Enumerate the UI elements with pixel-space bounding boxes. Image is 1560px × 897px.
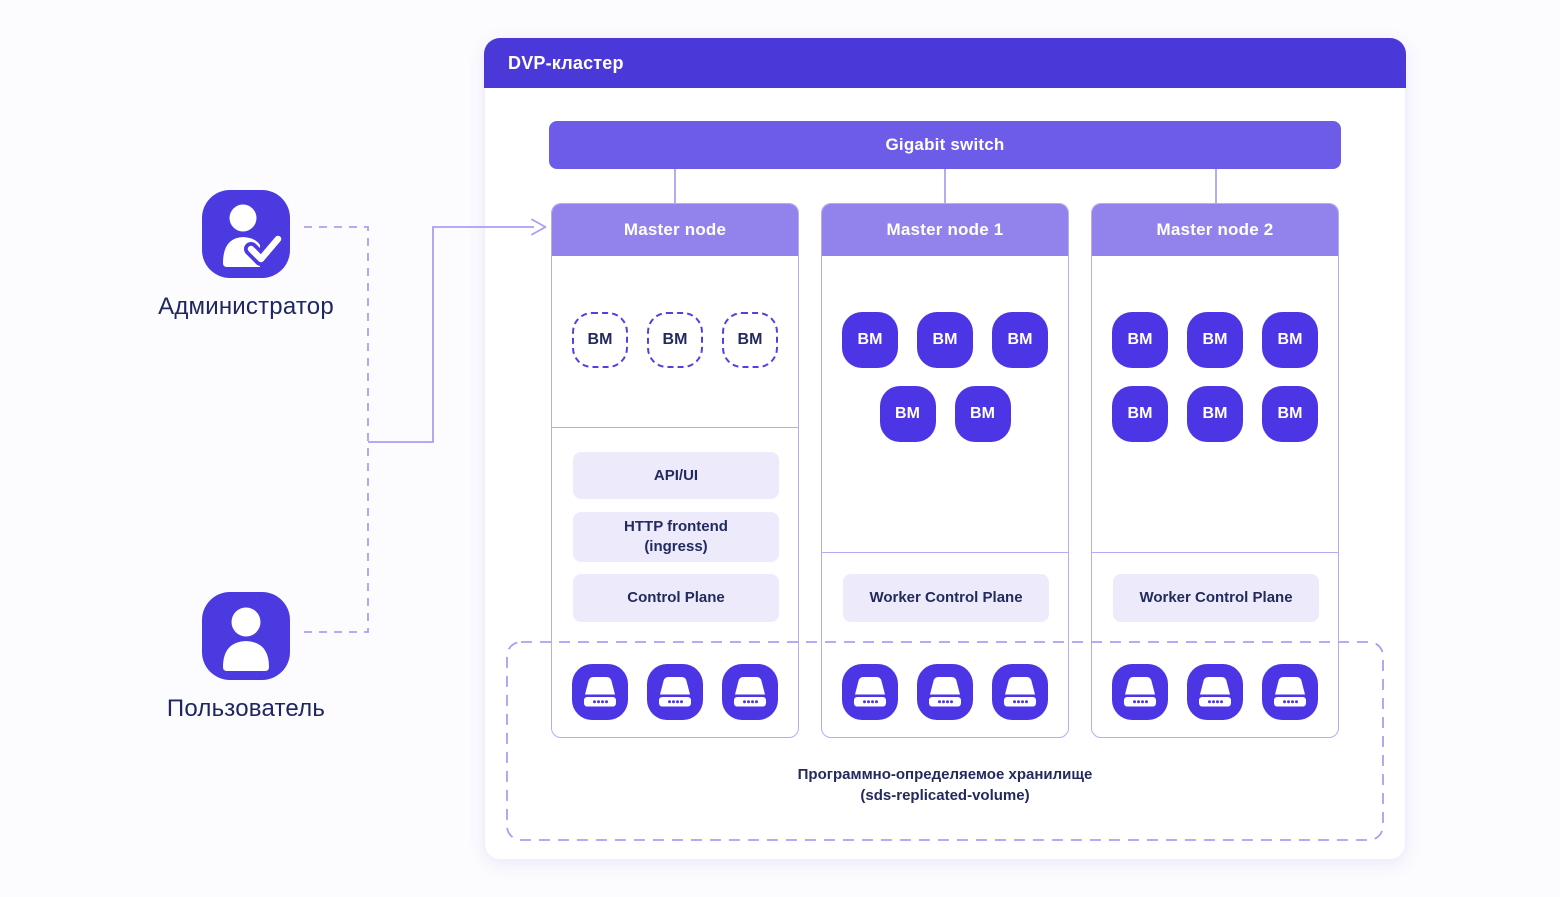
disk-icon — [572, 664, 628, 720]
vm-box: ВМ — [1112, 386, 1168, 442]
switch-link-line — [1215, 169, 1217, 203]
master-node-2-title: Master node 2 — [1092, 204, 1338, 256]
vm-row: ВМ ВМ — [879, 386, 1011, 442]
master-node-1-title: Master node 1 — [822, 204, 1068, 256]
vm-box: ВМ — [1262, 386, 1318, 442]
vm-area: ВМ ВМ ВМ ВМ ВМ — [822, 312, 1068, 442]
master-node-title: Master node — [552, 204, 798, 256]
section-divider — [822, 552, 1068, 553]
sds-storage-label: Программно-определяемое хранилище (sds-r… — [506, 764, 1384, 806]
service-worker-control-plane: Worker Control Plane — [843, 574, 1049, 622]
disk-icon — [722, 664, 778, 720]
disk-row — [1092, 664, 1338, 720]
cluster-header-bar: DVP-кластер — [484, 38, 1406, 88]
vm-area: ВМ ВМ ВМ ВМ ВМ ВМ — [1092, 312, 1338, 442]
vm-row: ВМ ВМ ВМ — [842, 312, 1048, 368]
disk-icon — [1112, 664, 1168, 720]
user-icon — [202, 592, 290, 680]
vm-box: ВМ — [1187, 386, 1243, 442]
vm-box: ВМ — [842, 312, 898, 368]
vm-box: ВМ — [722, 312, 778, 368]
vm-box: ВМ — [992, 312, 1048, 368]
section-divider — [552, 427, 798, 428]
service-api-ui: API/UI — [573, 452, 779, 499]
vm-box: ВМ — [1187, 312, 1243, 368]
master-node-column: Master node ВМ ВМ ВМ API/UI HTTP frontend … — [551, 203, 799, 738]
cluster-title: DVP-кластер — [508, 52, 624, 73]
vm-box: ВМ — [1112, 312, 1168, 368]
master-node-2-column: Master node 2 ВМ ВМ ВМ ВМ ВМ ВМ Worker Contro… — [1091, 203, 1339, 738]
disk-icon — [1262, 664, 1318, 720]
disk-icon — [992, 664, 1048, 720]
vm-row: ВМ ВМ ВМ — [1112, 312, 1318, 368]
vm-row: ВМ ВМ ВМ — [572, 312, 778, 368]
master-node-1-column: Master node 1 ВМ ВМ ВМ ВМ ВМ Worker Control … — [821, 203, 1069, 738]
vm-row: ВМ ВМ ВМ — [1112, 386, 1318, 442]
actor-administrator: Администратор — [96, 190, 396, 321]
vm-box: ВМ — [917, 312, 973, 368]
service-http-frontend: HTTP frontend (ingress) — [573, 512, 779, 562]
sds-storage-label-line1: Программно-определяемое хранилище — [797, 766, 1093, 783]
vm-box: ВМ — [647, 312, 703, 368]
gigabit-switch: Gigabit switch — [549, 121, 1341, 169]
vm-area: ВМ ВМ ВМ — [552, 312, 798, 368]
vm-box: ВМ — [879, 386, 936, 442]
actor-user: Пользователь — [96, 592, 396, 723]
vm-box: ВМ — [1262, 312, 1318, 368]
disk-icon — [842, 664, 898, 720]
admin-user-check-icon — [202, 190, 290, 278]
service-worker-control-plane: Worker Control Plane — [1113, 574, 1319, 622]
vm-box: ВМ — [954, 386, 1011, 442]
service-control-plane: Control Plane — [573, 574, 779, 622]
disk-row — [552, 664, 798, 720]
disk-icon — [1187, 664, 1243, 720]
dvp-cluster-panel: DVP-кластер Gigabit switch Master node В… — [484, 38, 1406, 860]
disk-row — [822, 664, 1068, 720]
switch-link-line — [944, 169, 946, 203]
disk-icon — [647, 664, 703, 720]
disk-icon — [917, 664, 973, 720]
section-divider — [1092, 552, 1338, 553]
vm-box: ВМ — [572, 312, 628, 368]
user-label: Пользователь — [166, 695, 326, 722]
sds-storage-label-line2: (sds-replicated-volume) — [860, 787, 1030, 804]
administrator-label: Администратор — [158, 293, 334, 320]
switch-link-line — [674, 169, 676, 203]
